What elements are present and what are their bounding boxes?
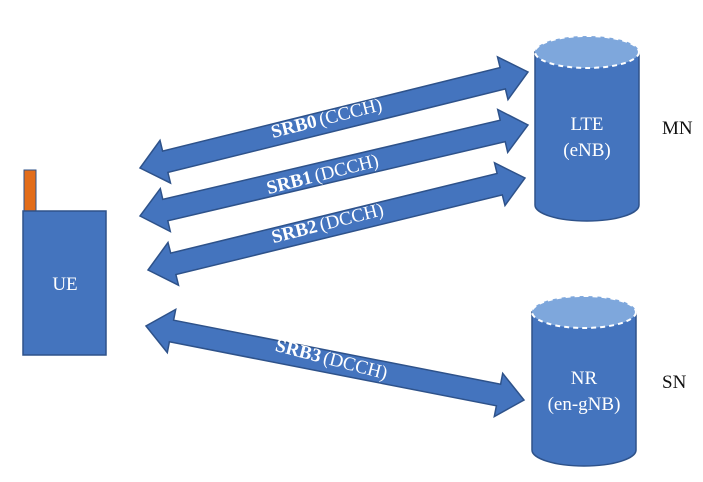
mn-label: MN [662,118,693,139]
arrow-srb0 [138,55,530,185]
srb1-name: SRB1 [264,167,314,199]
ue-device: UE [22,169,107,356]
arrow-label-srb2: SRB2(DCCH) [269,199,386,248]
lte-enb-cylinder: LTE (eNB) [534,35,640,222]
arrow-label-srb0: SRB0(CCCH) [269,94,385,142]
nr-label-line2: (en-gNB) [548,394,621,415]
arrow-label-srb3: SRB3(DCCH) [273,335,390,384]
arrows-group [138,55,530,419]
arrow-srb3 [144,307,526,419]
nr-gnb-cylinder: NR (en-gNB) [531,295,637,467]
arrow-label-srb1: SRB1(DCCH) [264,150,381,199]
ue-label: UE [52,274,77,295]
lte-label-line1: LTE [570,114,603,135]
ue-body [22,210,107,356]
ue-antenna [23,169,37,213]
nr-cylinder-body [531,311,637,467]
arrow-srb2 [146,161,527,287]
lte-label-line2: (eNB) [563,140,610,161]
nr-cylinder-cap [531,295,637,329]
lte-cylinder-body [534,51,640,222]
arrow-srb1 [138,108,530,233]
sn-label: SN [662,372,687,393]
lte-cylinder-cap [534,35,640,69]
nr-label-line1: NR [571,368,598,389]
